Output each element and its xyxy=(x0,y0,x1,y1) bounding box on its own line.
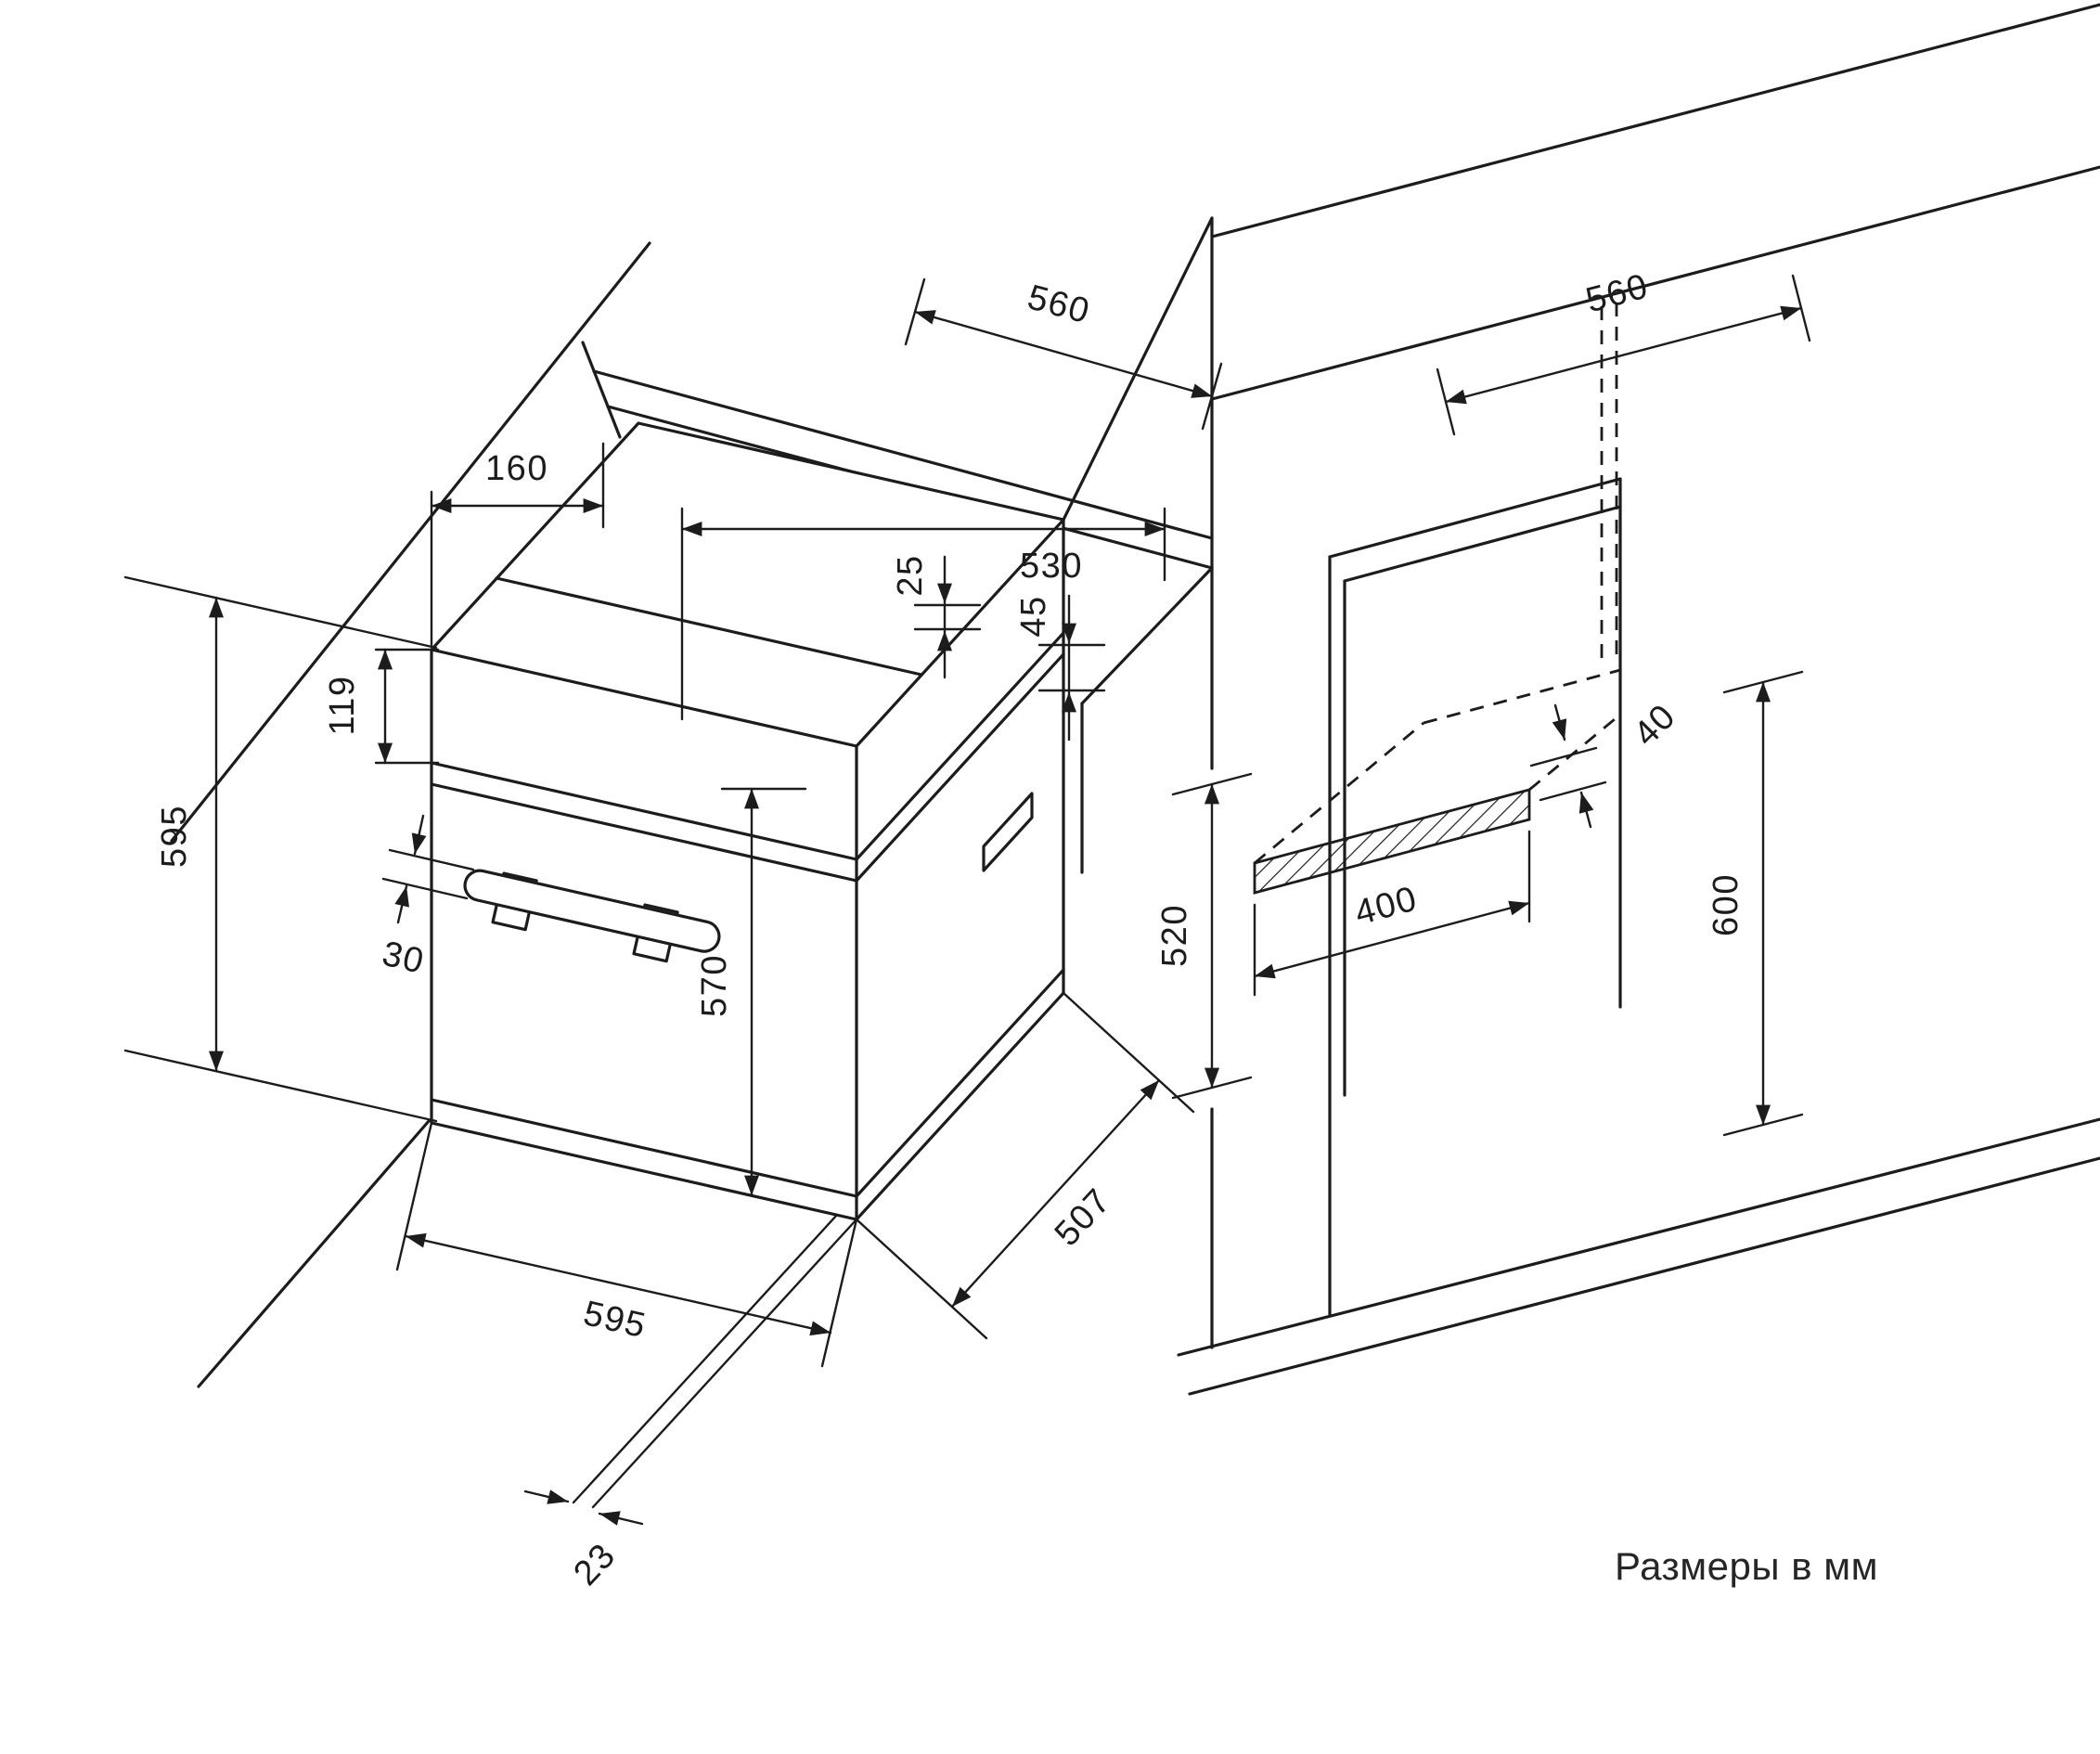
control-panel-trim-line xyxy=(430,782,858,883)
dim-panel-height: 119 xyxy=(323,648,440,765)
wall-top-edge xyxy=(1210,3,2100,239)
niche-floor-hatch-strip xyxy=(1253,788,1531,895)
oven-body xyxy=(430,421,1065,1221)
handle-bar xyxy=(463,869,721,953)
niche-mouth-edge xyxy=(581,341,622,439)
plinth-top-edge xyxy=(1177,1117,2100,1357)
dim-label-oven-width: 595 xyxy=(580,1294,651,1346)
dim-label-top-gap: 25 xyxy=(891,554,930,596)
arrow-line xyxy=(394,884,409,924)
hidden-floor-side-2 xyxy=(1528,713,1621,792)
dim-label-panel-depth: 160 xyxy=(485,449,548,488)
arrow-line xyxy=(598,1511,644,1526)
dim-front-gap: 45 xyxy=(1014,594,1106,742)
plinth-bottom-edge xyxy=(1188,1156,2100,1396)
oven-handle xyxy=(463,869,721,963)
dim-label-niche-front-height: 520 xyxy=(1155,904,1194,967)
dim-back-gap: 40 xyxy=(1529,697,1684,829)
ext-line xyxy=(395,1121,433,1271)
arrow-line xyxy=(523,1490,570,1504)
dim-niche-depth-right: 560 xyxy=(1436,266,1811,436)
oven-front-top-edge xyxy=(430,648,858,748)
ext-line xyxy=(381,877,469,900)
dim-niche-front-height: 520 xyxy=(1155,772,1253,1100)
dim-label-handle-depth: 30 xyxy=(379,935,429,982)
niche-inner-edge xyxy=(1080,566,1214,705)
control-panel-bottom-line xyxy=(430,761,858,861)
oven-top-strip-line xyxy=(495,576,923,677)
dim-label-top-depth: 530 xyxy=(1020,547,1083,586)
right-cabinet-drawing xyxy=(1177,3,2100,1396)
dim-label-door-overhang: 23 xyxy=(566,1536,624,1593)
dim-label-niche-depth-right: 560 xyxy=(1582,266,1653,320)
dim-label-panel-height: 119 xyxy=(323,675,362,735)
side-vent xyxy=(982,792,1034,872)
ext-line xyxy=(1062,991,1195,1114)
niche-corner-line xyxy=(1062,216,1214,522)
niche-top-inner-edge xyxy=(1343,505,1622,583)
ext-line xyxy=(123,1049,438,1123)
ext-line xyxy=(855,1218,988,1340)
panel-side-line xyxy=(855,631,1065,861)
dim-label-niche-depth-left: 560 xyxy=(1024,277,1094,331)
ext-line xyxy=(820,1218,858,1368)
dim-panel-depth: 160 xyxy=(430,442,605,649)
dim-handle-depth: 30 xyxy=(379,814,475,982)
dim-niche-height: 600 xyxy=(1707,670,1804,1137)
wall-edge-line xyxy=(170,241,651,843)
units-caption: Размеры в мм xyxy=(1615,1544,1878,1588)
dim-niche-depth-left: 560 xyxy=(904,277,1223,431)
dim-line xyxy=(1253,900,1531,979)
countertop-edge xyxy=(1210,165,2100,401)
ext-line xyxy=(572,1213,839,1504)
dim-top-depth: 530 xyxy=(680,507,1166,721)
dim-oven-height: 595 xyxy=(123,575,438,1123)
dim-label-door-height: 570 xyxy=(695,954,734,1017)
dim-line xyxy=(404,1232,832,1336)
dim-line xyxy=(950,1078,1161,1309)
dim-label-front-gap: 45 xyxy=(1014,595,1053,637)
ext-line xyxy=(123,575,438,650)
ext-line xyxy=(1539,780,1607,802)
dim-door-height: 570 xyxy=(695,787,807,1197)
hidden-floor-back xyxy=(1423,668,1621,725)
dim-label-floor-depth: 400 xyxy=(1351,879,1422,933)
oven-drawing xyxy=(430,421,1065,1221)
arrow-line xyxy=(1578,791,1594,829)
arrow-line xyxy=(1552,703,1567,742)
ext-line xyxy=(591,1218,858,1509)
oven-top-right-edge xyxy=(855,518,1065,748)
counter-front-edge xyxy=(592,369,1214,540)
door-bottom-line xyxy=(430,1098,858,1198)
hidden-floor-side xyxy=(1254,721,1424,865)
dim-top-gap: 25 xyxy=(891,554,982,679)
dim-label-oven-height: 595 xyxy=(155,805,194,868)
ext-line xyxy=(1529,746,1598,767)
panel-side-trim-line xyxy=(855,652,1065,883)
wall-edge-line-lower xyxy=(197,1119,431,1388)
dim-line xyxy=(913,310,1214,398)
arrow-line xyxy=(411,814,427,856)
dim-line xyxy=(1444,305,1803,405)
niche-top-edge xyxy=(1328,477,1622,559)
dim-door-overhang: 23 xyxy=(523,1213,858,1593)
ext-line xyxy=(388,848,475,871)
dim-label-back-gap: 40 xyxy=(1627,697,1684,754)
dim-label-niche-height: 600 xyxy=(1707,873,1746,936)
